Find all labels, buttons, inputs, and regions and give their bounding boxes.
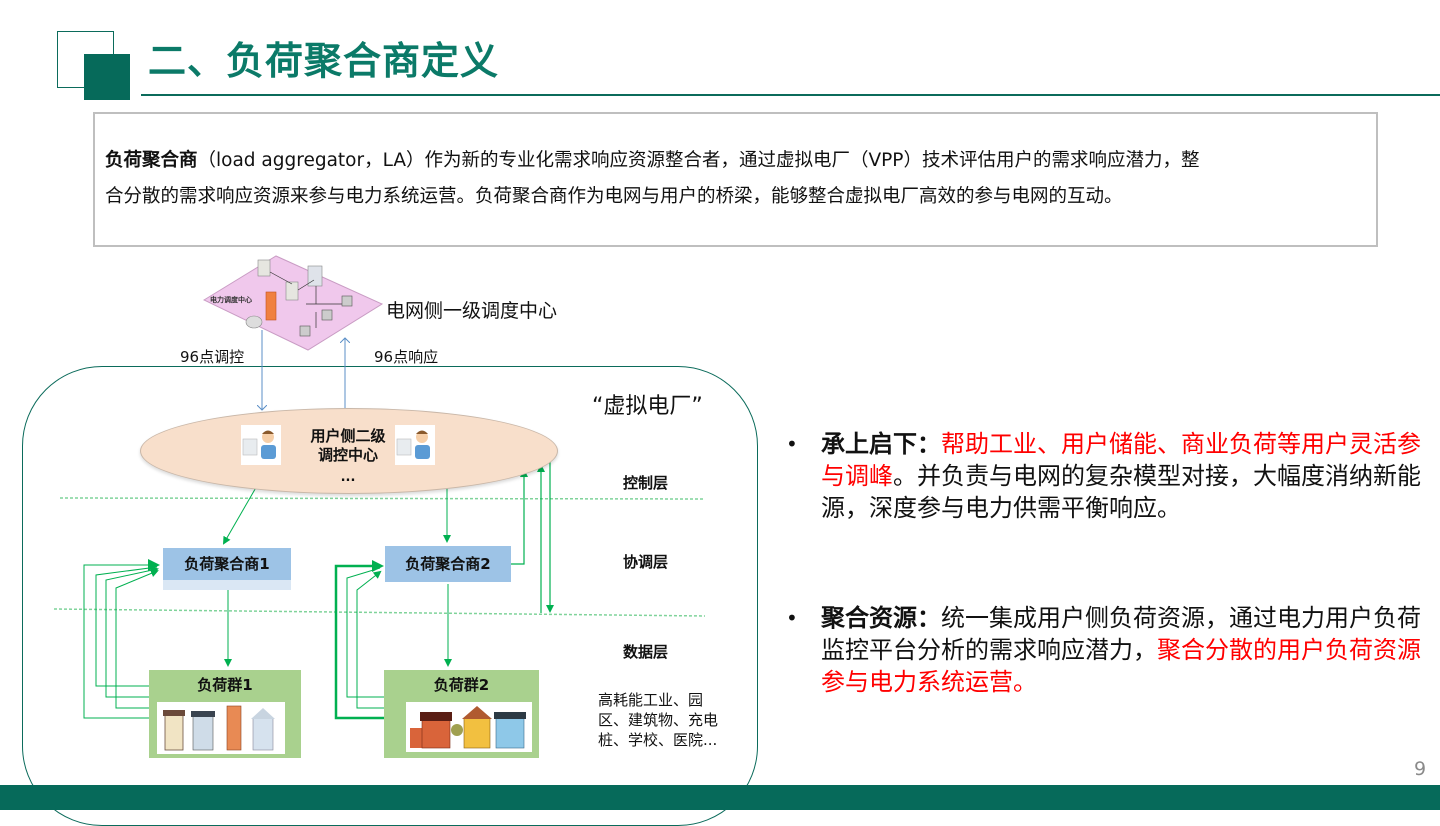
virtual-power-plant-label: “虚拟电厂” bbox=[592, 394, 703, 419]
bullet-highlight: 聚合分散的用户负荷资源参与电力系统运营。 bbox=[821, 636, 1421, 696]
load-aggregator-1-box: 负荷聚合商1 bbox=[163, 548, 291, 580]
data-layer-label: 数据层 bbox=[623, 643, 669, 661]
load-aggregator-2-box: 负荷聚合商2 bbox=[385, 546, 511, 582]
bullet-text: 统一集成用户侧负荷资源，通过电力用户负荷监控平台分析的需求响应潜力， bbox=[821, 604, 1421, 664]
load-group-2-box: 负荷群2 bbox=[384, 670, 539, 758]
definition-line-1-text: （load aggregator，LA）作为新的专业化需求响应资源整合者，通过虚… bbox=[197, 150, 1200, 171]
user-center-line-1: 用户侧二级 bbox=[310, 427, 386, 445]
grid-dispatch-center-label: 电网侧一级调度中心 bbox=[386, 300, 558, 322]
coordination-layer-label: 协调层 bbox=[623, 553, 669, 571]
definition-term: 负荷聚合商 bbox=[105, 150, 198, 171]
control-layer-label: 控制层 bbox=[623, 474, 669, 492]
user-side-control-center-ellipse bbox=[140, 408, 558, 494]
bullet-icon: • bbox=[786, 432, 798, 456]
load-group-1-box: 负荷群1 bbox=[149, 670, 301, 758]
bullet-item-bridge: • 承上启下：帮助工业、用户储能、商业负荷等用户灵活参与调峰。并负责与电网的复杂模… bbox=[786, 428, 1426, 524]
page-number: 9 bbox=[1414, 758, 1427, 780]
user-center-ellipsis: ... bbox=[340, 470, 356, 485]
load-group-2-label: 负荷群2 bbox=[433, 676, 490, 694]
dispatch-center-caption: 电力调度中心 bbox=[210, 295, 252, 304]
bullet-heading: 承上启下： bbox=[821, 430, 941, 458]
buildings-icon bbox=[157, 702, 285, 754]
operator-agent-icon bbox=[395, 425, 435, 465]
response-96-points-label: 96点响应 bbox=[374, 348, 439, 366]
bullet-heading: 聚合资源： bbox=[821, 604, 941, 632]
definition-box: 负荷聚合商（load aggregator，LA）作为新的专业化需求响应资源整合… bbox=[93, 112, 1378, 247]
dispatch-center-network-icon: 电力调度中心 bbox=[202, 255, 384, 351]
load-group-1-label: 负荷群1 bbox=[197, 676, 253, 694]
definition-line-1: 负荷聚合商（load aggregator，LA）作为新的专业化需求响应资源整合… bbox=[105, 150, 1199, 172]
aggregator-1-shadow bbox=[163, 580, 291, 590]
bullet-highlight: 帮助工业、用户储能、商业负荷等用户灵活参与调峰 bbox=[821, 430, 1421, 490]
user-side-control-center-label: 用户侧二级 调控中心 bbox=[300, 427, 396, 465]
title-decoration-filled-square bbox=[84, 54, 130, 100]
page-title: 二、负荷聚合商定义 bbox=[148, 39, 500, 83]
bullet-list: • 承上启下：帮助工业、用户储能、商业负荷等用户灵活参与调峰。并负责与电网的复杂模… bbox=[786, 428, 1426, 698]
bullet-text: 。并负责与电网的复杂模型对接，大幅度消纳新能源，深度参与电力供需平衡响应。 bbox=[821, 462, 1421, 522]
title-underline bbox=[141, 94, 1440, 96]
bullet-item-aggregate-resources: • 聚合资源：统一集成用户侧负荷资源，通过电力用户负荷监控平台分析的需求响应潜力，… bbox=[786, 602, 1426, 698]
control-layer-divider bbox=[59, 497, 706, 500]
houses-icon bbox=[406, 702, 532, 752]
control-96-points-label: 96点调控 bbox=[180, 348, 245, 366]
bullet-icon: • bbox=[786, 606, 798, 630]
resource-types-note: 高耗能工业、园区、建筑物、充电桩、学校、医院... bbox=[598, 691, 719, 749]
definition-line-2: 合分散的需求响应资源来参与电力系统运营。负荷聚合商作为电网与用户的桥梁，能够整合… bbox=[105, 186, 1123, 207]
user-center-line-2: 调控中心 bbox=[317, 446, 378, 464]
operator-agent-icon bbox=[241, 425, 281, 465]
footer-bar bbox=[0, 785, 1440, 810]
coordination-layer-divider bbox=[53, 608, 706, 617]
